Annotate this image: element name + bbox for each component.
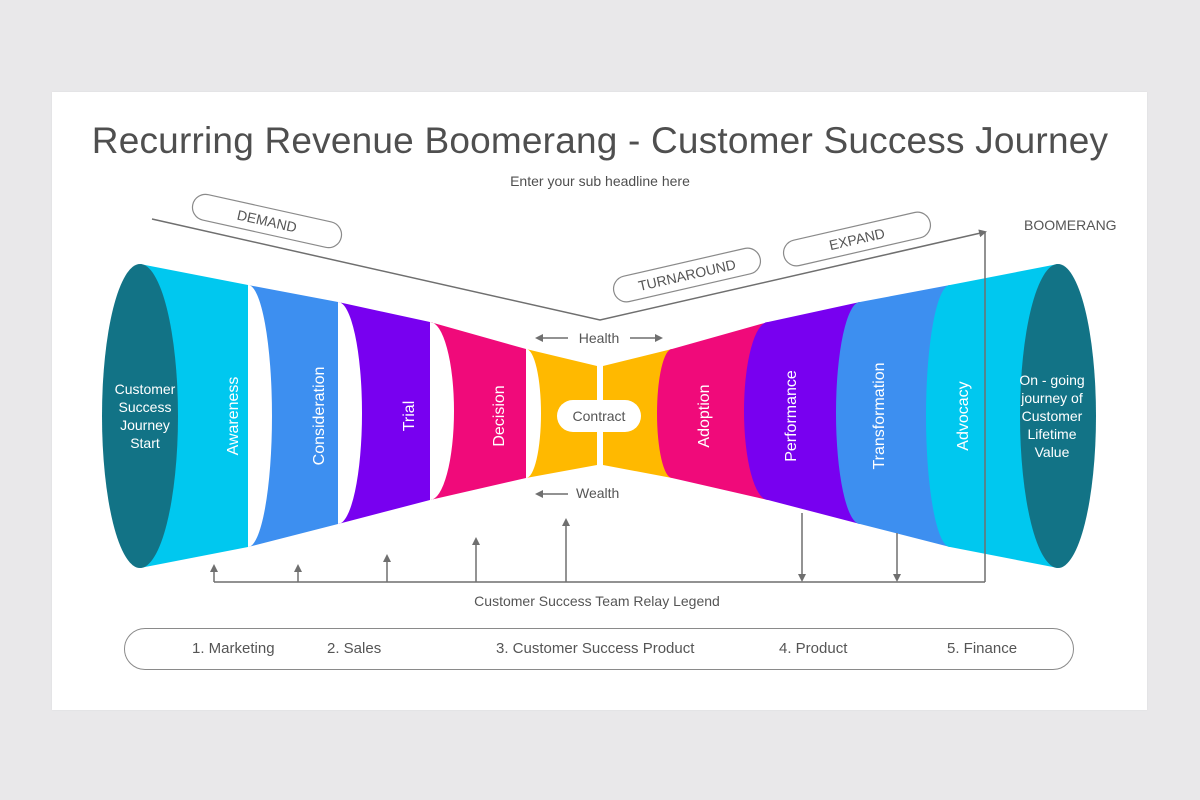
left-stage-consideration: [248, 285, 338, 547]
right-stage-adoption: [657, 322, 768, 500]
end-label-line: Customer: [1022, 408, 1083, 424]
contract-label: Contract: [573, 408, 626, 424]
demand-pill: DEMAND: [191, 193, 343, 249]
turnaround-pill: TURNAROUND: [612, 247, 762, 303]
stage-label-transformation: Transformation: [871, 363, 888, 470]
relay-legend-pill: [124, 628, 1074, 670]
relay-legend-label: Customer Success Team Relay Legend: [474, 593, 720, 609]
boomerang-label: BOOMERANG: [1024, 217, 1117, 233]
left-cap: [102, 264, 178, 568]
start-label-line: Start: [130, 435, 160, 451]
right-cap: [1020, 264, 1096, 568]
stage-label-trial: Trial: [401, 401, 418, 432]
end-label: On - going journey of Customer Lifetime …: [1019, 372, 1084, 460]
page-title: Recurring Revenue Boomerang - Customer S…: [91, 120, 1109, 161]
legend-item-finance: 5. Finance: [947, 640, 1018, 657]
stage-label-consideration: Consideration: [311, 367, 328, 466]
right-stage-advocacy: [926, 264, 1058, 568]
page-subtitle: Enter your sub headline here: [510, 173, 690, 189]
stage-label-advocacy: Advocacy: [955, 381, 972, 450]
right-stage-transformation: [836, 285, 950, 547]
end-label-line: Lifetime: [1027, 426, 1076, 442]
start-label-line: Customer: [115, 381, 176, 397]
right-funnel: [603, 264, 1096, 568]
legend-item-marketing: 1. Marketing: [192, 640, 275, 657]
start-label-line: Journey: [120, 417, 170, 433]
right-stage-performance: [744, 302, 860, 524]
stage-label-decision: Decision: [491, 385, 508, 446]
stage-label-awareness: Awareness: [225, 377, 242, 456]
left-funnel: [102, 264, 597, 568]
legend-item-customer-success-product: 3. Customer Success Product: [496, 640, 695, 657]
boomerang-path: [151, 218, 987, 321]
end-label-line: On - going: [1019, 372, 1084, 388]
start-label-line: Success: [119, 399, 172, 415]
left-stage-trial: [338, 302, 430, 524]
stage-label-performance: Performance: [783, 370, 800, 462]
wealth-label: Wealth: [576, 485, 619, 501]
left-stage-decision: [430, 322, 526, 500]
legend-item-sales: 2. Sales: [327, 640, 382, 657]
end-label-line: Value: [1035, 444, 1070, 460]
expand-pill: EXPAND: [782, 211, 932, 267]
end-label-line: journey of: [1020, 390, 1083, 406]
legend-item-product: 4. Product: [779, 640, 848, 657]
stage-label-adoption: Adoption: [696, 384, 713, 447]
contract-pill: [557, 400, 641, 432]
start-label: Customer Success Journey Start: [115, 381, 176, 451]
health-label: Health: [579, 330, 619, 346]
